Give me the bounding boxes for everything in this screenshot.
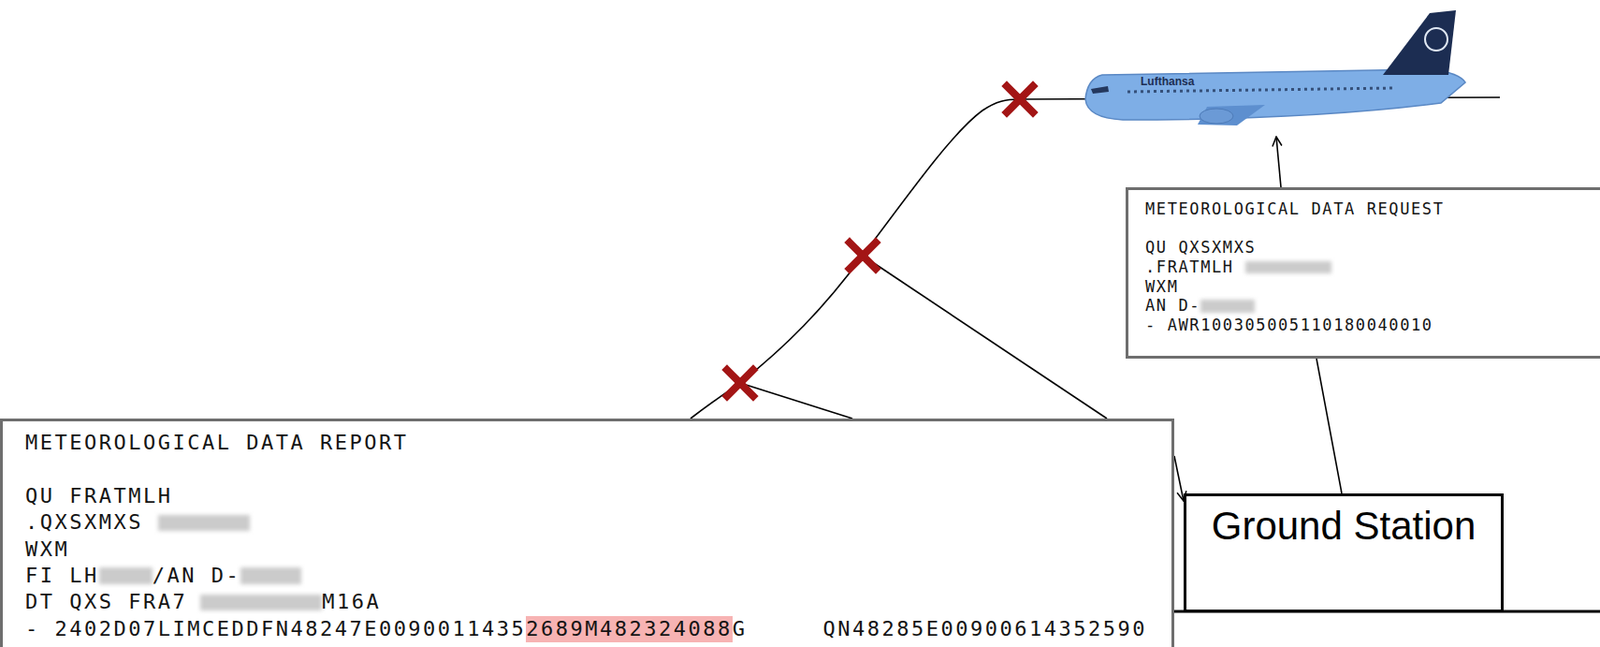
message-text: QN48285E00900614352590 [823,615,1148,642]
message-text: METEOROLOGICAL DATA REPORT [25,429,408,456]
loss-mark [727,369,754,396]
connector [1316,358,1342,494]
loss-mark [849,242,876,269]
text-line: DT QXS FRA7 M16A [25,588,1150,615]
spacer [747,627,824,629]
loss-mark [849,242,876,269]
redacted-blur [99,567,153,584]
text-line: Ground Station [1201,503,1486,549]
message-text: QU FRATMLH [25,482,173,510]
message-text: DT QXS FRA7 [25,588,188,615]
message-text: G [732,615,748,642]
downlink-line [740,382,853,419]
loss-mark [1006,86,1033,113]
redacted-blur [1245,261,1332,275]
text-line: AN D- [1145,295,1591,316]
message-text: Ground Station [1211,503,1477,549]
text-line: .QXSXMXS [25,509,1150,536]
highlighted-field: 2689M482324088 [525,615,732,642]
request-message-box: METEOROLOGICAL DATA REQUEST QU QXSXMXS.FR… [1125,187,1600,359]
aircraft-wing [1197,104,1266,126]
tail-logo [1425,28,1448,51]
loss-mark [727,369,754,396]
text-line: METEOROLOGICAL DATA REPORT [25,429,1150,456]
report-message-box: METEOROLOGICAL DATA REPORT QU FRATMLH.QXS… [0,418,1175,647]
message-text: /AN D- [152,562,241,589]
message-text: WXM [1145,276,1179,297]
redacted-blur [200,594,322,611]
ground-station-box: Ground Station [1183,493,1504,612]
redacted-blur [1200,299,1255,313]
message-text: WXM [25,536,70,563]
loss-marks [727,86,1033,396]
aircraft-livery-text: Lufthansa [1140,74,1194,88]
aircraft-tail [1382,10,1456,75]
message-text: M16A [321,588,381,615]
text-line: WXM [1145,276,1591,297]
text-line: .FRATMLH [1145,257,1591,277]
text-line [1145,218,1591,239]
text-line: - 2402D07LIMCEDDFN48247E00900114352689M4… [25,615,1150,642]
text-line: METEOROLOGICAL DATA REQUEST [1145,199,1591,219]
cockpit-window [1090,86,1109,94]
aircraft-engine [1199,108,1234,124]
message-text: - AWR100305005110180040010 [1145,315,1434,335]
connector [1174,455,1184,501]
uplink-arrow [1276,136,1281,188]
message-text: - 2402D07LIMCEDDFN48247E0090011435 [25,615,526,642]
downlink-line [862,255,1107,419]
text-line [25,455,1150,482]
message-text: AN D- [1145,295,1201,316]
message-text: FI LH [25,562,100,589]
text-line: WXM [25,536,1150,563]
redacted-blur [240,567,302,584]
text-line: FI LH/AN D- [25,562,1150,589]
message-text: .QXSXMXS [25,509,144,536]
aircraft-fuselage [1085,69,1466,120]
message-text: METEOROLOGICAL DATA REQUEST [1145,199,1445,219]
cabin-windows [1127,87,1395,92]
message-text: .FRATMLH [1145,257,1235,277]
text-line: - AWR100305005110180040010 [1145,315,1591,335]
message-text: QU QXSXMXS [1145,237,1256,258]
text-line: QU QXSXMXS [1145,237,1591,258]
redacted-blur [158,514,250,532]
text-line: QU FRATMLH [25,482,1150,510]
loss-mark [1006,86,1033,113]
